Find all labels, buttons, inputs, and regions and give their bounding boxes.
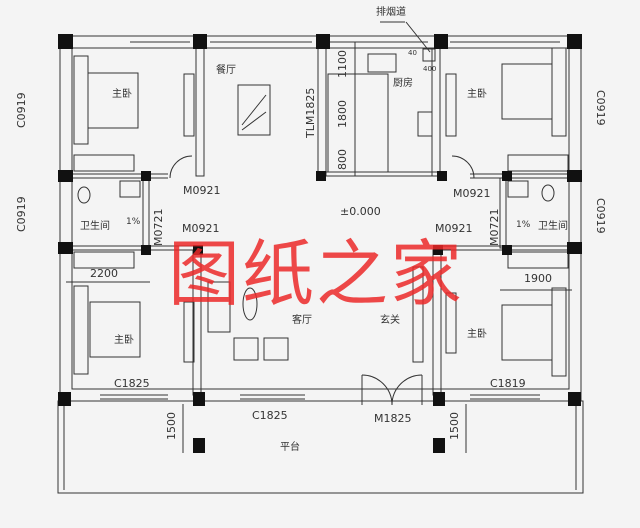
dimension-label: 2200 (90, 267, 118, 280)
window-label: C1825 (252, 409, 288, 422)
bed (501, 63, 553, 120)
room-label-dining: 餐厅 (216, 65, 236, 76)
door-label: M0721 (152, 208, 165, 247)
slope-label: 1% (126, 217, 141, 227)
window-label: C1825 (114, 377, 150, 390)
watermark: 图纸之家 (168, 232, 465, 316)
room-label-living: 客厅 (292, 315, 312, 326)
room-label-foyer: 玄关 (380, 315, 400, 326)
room-label-kitchen: 厨房 (393, 78, 413, 89)
dimension-label: 800 (336, 149, 349, 170)
room-label-master-bedroom: 主卧 (467, 329, 487, 340)
door-label: M0921 (453, 187, 491, 200)
structural-columns (58, 34, 582, 453)
slope-label: 1% (516, 220, 531, 230)
door-label: M0721 (488, 208, 501, 247)
sliding-door-label: TLM1825 (304, 87, 317, 138)
dimension-label: 40 (408, 49, 417, 57)
dimension-label: 1900 (524, 272, 552, 285)
dimension-label: 1800 (336, 100, 349, 128)
room-label-bathroom: 卫生间 (538, 221, 568, 232)
dimension-label: 1100 (336, 50, 349, 78)
window-label: C1819 (490, 377, 526, 390)
room-label-master-bedroom: 主卧 (467, 89, 487, 100)
window-label: C0919 (15, 196, 28, 232)
dimension-label: 1500 (448, 412, 461, 440)
bed (501, 304, 553, 361)
elevation-label: ±0.000 (340, 205, 381, 218)
window-label: C0919 (15, 92, 28, 128)
door-label: M1825 (374, 412, 412, 425)
room-label-platform: 平台 (280, 442, 300, 453)
window-label: C0919 (594, 198, 607, 234)
dimension-label: 400 (423, 65, 437, 73)
room-label-bathroom: 卫生间 (80, 221, 110, 232)
window-label: C0919 (594, 90, 607, 126)
room-label-master-bedroom: 主卧 (114, 335, 134, 346)
dining-table (237, 84, 271, 136)
platform-outline (57, 400, 584, 494)
sink (367, 53, 397, 73)
stove (417, 111, 433, 137)
flue-label: 排烟道 (376, 7, 406, 18)
bed (87, 72, 139, 129)
sofa (207, 281, 231, 333)
door-label: M0921 (435, 222, 473, 235)
door-label: M0921 (182, 222, 220, 235)
room-label-master-bedroom: 主卧 (112, 89, 132, 100)
door-label: M0921 (183, 184, 221, 197)
dimension-label: 1500 (165, 412, 178, 440)
bed (89, 301, 141, 358)
